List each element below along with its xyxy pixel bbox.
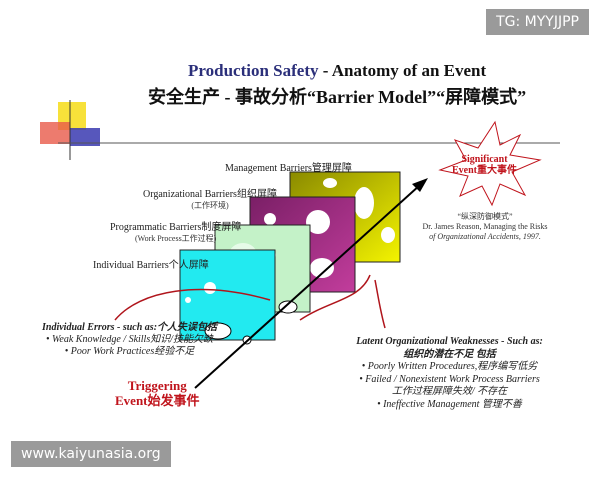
label-individual-barriers: Individual Barriers个人屏障 — [93, 260, 209, 271]
trajectory-arrow — [194, 178, 428, 389]
watermark-top: TG: MYYJJPP — [486, 9, 589, 35]
individual-errors: Individual Errors - such as:个人失误包括 • Wea… — [42, 322, 218, 357]
barrier-individual — [179, 249, 276, 345]
citation: “纵深防御模式”Dr. James Reason, Managing the R… — [422, 212, 548, 241]
label-programmatic-barriers: Programmatic Barriers制度屏障(Work Process工作… — [110, 222, 242, 243]
latent-arrows — [114, 274, 386, 329]
label-organizational-barriers: Organizational Barriers组织屏障(工作环境) — [143, 189, 277, 210]
logo-decoration — [40, 100, 560, 160]
latent-weaknesses: Latent Organizational Weaknesses - Such … — [356, 336, 543, 410]
watermark-bottom: www.kaiyunasia.org — [11, 441, 171, 467]
page-title-cn: 安全生产 - 事故分析“Barrier Model”“屏障模式” — [148, 87, 527, 107]
starburst-icon — [438, 120, 542, 207]
label-management-barriers: Management Barriers管理屏障 — [225, 163, 352, 174]
page-title: Production Safety - Anatomy of an Event — [188, 61, 487, 80]
